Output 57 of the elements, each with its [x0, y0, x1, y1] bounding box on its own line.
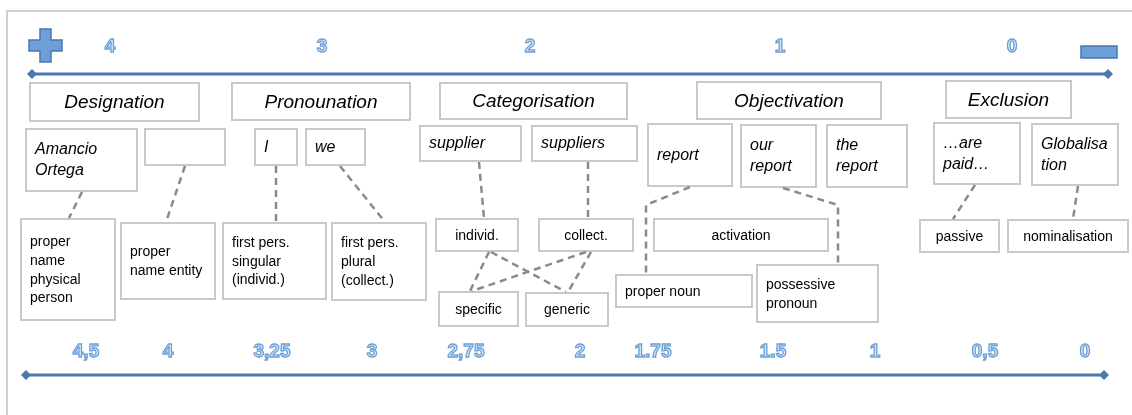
feature-box: passive [919, 219, 1000, 253]
scale-value: 2 [574, 340, 586, 362]
example-box: our report [740, 124, 817, 188]
feature-box: generic [525, 292, 609, 327]
feature-box: nominalisation [1007, 219, 1129, 253]
scale-value: 3 [366, 340, 378, 362]
dashed-connector [471, 250, 587, 293]
dashed-connector [274, 166, 278, 222]
dashed-connector [586, 162, 590, 218]
example-box: …are paid… [933, 122, 1021, 185]
example-box [144, 128, 226, 166]
example-box: the report [826, 124, 908, 188]
dashed-connector [477, 161, 486, 219]
scale-value: 0,5 [971, 340, 999, 362]
scale-value: 1 [774, 35, 786, 57]
dashed-connector [468, 251, 491, 292]
scale-value: 3 [316, 35, 328, 57]
feature-box: individ. [435, 218, 519, 252]
example-box: Globalisation [1031, 123, 1119, 186]
feature-box: specific [438, 291, 519, 327]
feature-box: proper name physical person [20, 218, 116, 321]
feature-box: proper name entity [120, 222, 216, 300]
example-box: report [647, 123, 733, 187]
category-box: Designation [29, 82, 200, 122]
scale-value: 2,75 [447, 340, 485, 362]
category-box: Objectivation [696, 81, 882, 120]
scale-value: 1.5 [759, 340, 787, 362]
scale-value: 4 [104, 35, 116, 57]
scale-value: 0 [1006, 35, 1018, 57]
scale-value: 2 [524, 35, 536, 57]
example-box: supplier [419, 125, 522, 162]
feature-box: first pers. plural (collect.) [331, 222, 427, 301]
scale-value: 4,5 [72, 340, 100, 362]
dashed-connector [67, 191, 84, 219]
feature-box: activation [653, 218, 829, 252]
category-box: Categorisation [439, 82, 628, 120]
feature-box: proper noun [615, 274, 753, 308]
scale-value: 0 [1079, 340, 1091, 362]
scale-value: 1.75 [634, 340, 672, 362]
example-box: suppliers [531, 125, 638, 162]
dashed-connector [1071, 185, 1080, 220]
feature-box: collect. [538, 218, 634, 252]
dashed-connector [644, 185, 691, 274]
dashed-connector [951, 184, 977, 220]
feature-box: possessive pronoun [756, 264, 879, 323]
scale-value: 4 [162, 340, 174, 362]
scale-value: 3,25 [253, 340, 291, 362]
scale-value: 1 [869, 340, 881, 362]
dashed-connector [490, 250, 567, 294]
feature-box: first pers. singular (individ.) [222, 222, 327, 300]
category-box: Pronounation [231, 82, 411, 121]
dashed-connector [782, 186, 840, 264]
example-box: Amancio Ortega [25, 128, 138, 192]
example-box: we [305, 128, 366, 166]
dashed-connector [566, 251, 593, 293]
category-box: Exclusion [945, 80, 1072, 119]
example-box: I [254, 128, 298, 166]
